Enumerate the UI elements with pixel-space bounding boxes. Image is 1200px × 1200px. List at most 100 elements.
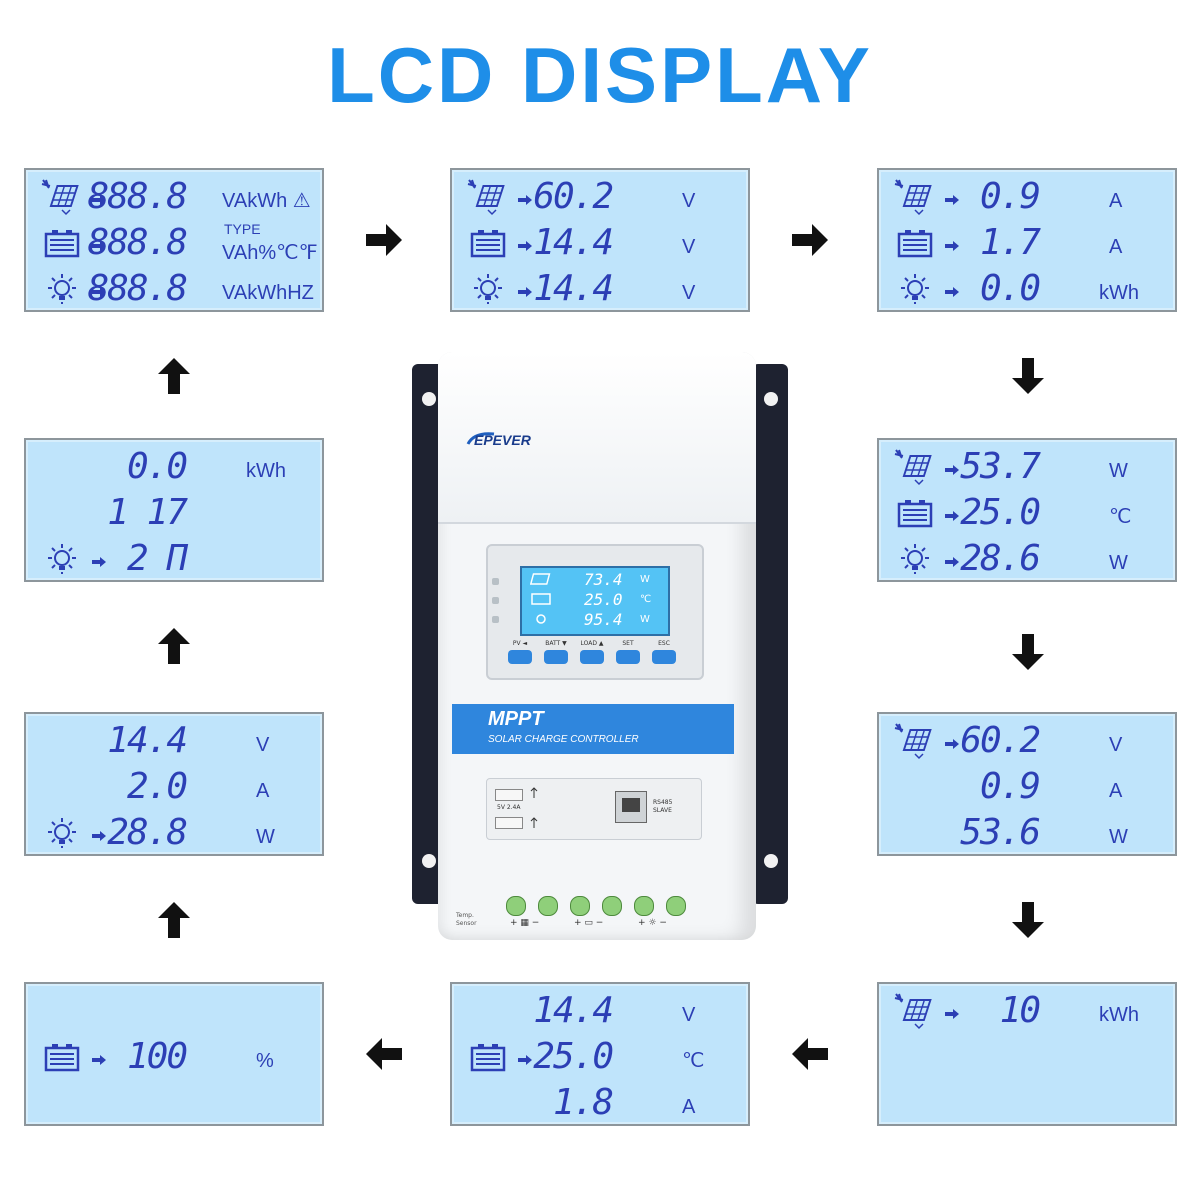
terminal-screw xyxy=(666,896,686,916)
arrow-right-icon xyxy=(945,552,959,567)
lcd-value: 2 П xyxy=(126,538,188,579)
device-button-cap[interactable] xyxy=(544,650,568,664)
arrow-up-icon xyxy=(158,358,190,394)
lcd-value: 888.8 xyxy=(87,176,188,217)
arrow-down-icon xyxy=(1012,902,1044,938)
lcd-unit: kWh xyxy=(246,460,286,482)
lcd-row: 28.8 W xyxy=(26,810,322,856)
lcd-row: 14.4 V xyxy=(452,266,748,312)
device-button-pv[interactable]: PV ◄ xyxy=(506,640,534,666)
arrow-right-icon xyxy=(92,236,106,251)
lcd-value: 53.6 xyxy=(960,812,1041,853)
port-panel: 5V 2.4A RS485 SLAVE xyxy=(486,778,702,840)
lcd-value: 14.4 xyxy=(533,268,614,309)
lcd-row: 1.8 A xyxy=(452,1080,748,1126)
mini-lcd-value: 73.4 xyxy=(584,570,623,589)
battery-icon xyxy=(893,224,937,264)
lcd-row: 1 17 xyxy=(26,490,322,536)
lcd-value: 28.8 xyxy=(107,812,188,853)
lcd-value: 888.8 xyxy=(87,268,188,309)
device-mini-lcd: 73.4 W 25.0 ℃ 95.4 W xyxy=(520,566,670,636)
lcd-row: 53.6 W xyxy=(879,810,1175,856)
lcd-value: 2.0 xyxy=(126,766,188,807)
lcd-value: 0.0 xyxy=(979,268,1041,309)
lcd-unit: A xyxy=(1109,236,1123,258)
lcd-unit: W xyxy=(256,826,275,848)
lcd-row xyxy=(26,988,322,1034)
device-button-cap[interactable] xyxy=(616,650,640,664)
lcd-unit: VAkWh ⚠ xyxy=(222,190,311,212)
device-button-cap[interactable] xyxy=(580,650,604,664)
terminal-label: + ☼ − xyxy=(638,918,667,928)
terminal-screw xyxy=(570,896,590,916)
device-button-label: LOAD ▲ xyxy=(580,640,604,647)
arrow-right-icon xyxy=(518,1050,532,1065)
terminal-label: + ▭ − xyxy=(574,918,604,928)
lcd-unit: VAkWhHZ xyxy=(222,282,314,304)
lcd-unit: V xyxy=(682,1004,696,1026)
lcd-unit: A xyxy=(1109,190,1123,212)
terminal-label: + ▦ − xyxy=(510,918,540,928)
mini-light-bulb-icon xyxy=(536,614,546,624)
device-button-cap[interactable] xyxy=(652,650,676,664)
lcd-row xyxy=(26,1080,322,1126)
lcd-value: 1 17 xyxy=(107,492,188,533)
lcd-row: 0.0 kWh xyxy=(26,444,322,490)
device-button-set[interactable]: SET xyxy=(614,640,642,666)
temp-sensor-label: Temp. Sensor xyxy=(456,912,477,927)
lcd-unit: V xyxy=(256,734,270,756)
device-button-esc[interactable]: ESC xyxy=(650,640,678,666)
mppt-sub-label: SOLAR CHARGE CONTROLLER xyxy=(488,734,639,745)
device-button-batt[interactable]: BATT ▼ xyxy=(542,640,570,666)
mount-hole xyxy=(422,854,436,868)
rs485-label: RS485 SLAVE xyxy=(653,799,673,814)
lcd-value: 1.7 xyxy=(979,222,1041,263)
lcd-row: 25.0℃ xyxy=(452,1034,748,1080)
lcd-value: 0.0 xyxy=(126,446,188,487)
solar-panel-icon xyxy=(893,722,937,762)
lcd-panel-10: 0.0 kWh 1 17 2 П xyxy=(24,438,324,582)
lcd-value: 53.7 xyxy=(960,446,1041,487)
lcd-value: 100 xyxy=(126,1036,188,1077)
device-button-label: ESC xyxy=(658,640,670,647)
lcd-value: 0.9 xyxy=(979,766,1041,807)
light-bulb-icon xyxy=(466,270,510,310)
lcd-value: 1.8 xyxy=(552,1082,614,1123)
device-button-label: PV ◄ xyxy=(512,640,528,647)
lcd-value: 25.0 xyxy=(960,492,1041,533)
device-button-cap[interactable] xyxy=(508,650,532,664)
brand-logo: EPEVER xyxy=(464,430,560,452)
lcd-row: 2 П xyxy=(26,536,322,582)
lcd-value: 25.0 xyxy=(533,1036,614,1077)
arrow-up-icon xyxy=(158,628,190,664)
status-led-column xyxy=(492,578,502,638)
battery-icon xyxy=(466,1038,510,1078)
lcd-row: 888.8 VAkWh ⚠ xyxy=(26,174,322,220)
lcd-row xyxy=(879,1080,1175,1126)
lcd-unit: A xyxy=(682,1096,696,1118)
lcd-value: 888.8 xyxy=(87,222,188,263)
battery-icon xyxy=(40,1038,84,1078)
mini-lcd-value: 25.0 xyxy=(584,590,623,609)
arrow-right-icon xyxy=(945,1004,959,1019)
lcd-unit: % xyxy=(256,1050,274,1072)
light-bulb-icon xyxy=(40,540,84,580)
lcd-unit: W xyxy=(1109,826,1128,848)
lcd-unit: W xyxy=(1109,552,1128,574)
lcd-value: 14.4 xyxy=(533,222,614,263)
arrow-right-icon xyxy=(792,224,828,256)
lcd-value: 14.4 xyxy=(107,720,188,761)
lcd-unit: V xyxy=(682,282,696,304)
arrow-right-icon xyxy=(945,460,959,475)
device-button-load[interactable]: LOAD ▲ xyxy=(578,640,606,666)
terminal-screw xyxy=(634,896,654,916)
